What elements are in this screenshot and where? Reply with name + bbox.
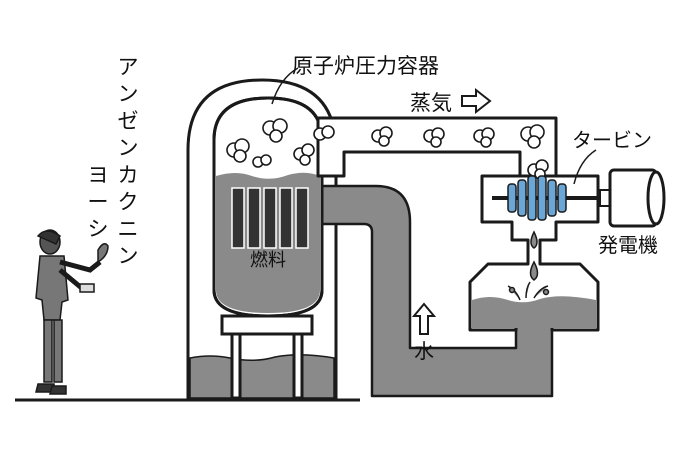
- turbine-rotor: [492, 175, 600, 221]
- steam-puffs-vessel: [226, 118, 315, 168]
- vertical-caption-1-char: カ: [118, 163, 139, 187]
- steam-label: 蒸気: [410, 91, 452, 115]
- water-drops: [529, 230, 539, 281]
- vertical-caption-2-char: ヨ: [88, 163, 109, 187]
- water-arrow: [411, 302, 437, 335]
- vertical-caption-1-char: ゼ: [118, 109, 139, 133]
- steam-puffs-pipe: [313, 124, 545, 149]
- steam-arrow: [461, 87, 492, 115]
- reactor-support-stand: [220, 314, 314, 400]
- fuel-rods: [231, 187, 309, 249]
- vertical-caption-2: ヨーシ: [88, 163, 109, 241]
- vertical-caption-1-char: ン: [118, 136, 139, 160]
- leader-lines: [271, 67, 597, 185]
- person-figure: [35, 229, 109, 395]
- fuel-label: 燃料: [250, 250, 286, 271]
- condenser-water: [472, 296, 596, 328]
- generator-label: 発電機: [598, 233, 658, 257]
- vertical-caption-2-char: ー: [88, 190, 109, 214]
- pool-water: [189, 354, 335, 399]
- vertical-caption-2-char: シ: [88, 217, 109, 241]
- generator: [599, 168, 666, 228]
- reactor-vessel-label: 原子炉圧力容器: [292, 54, 439, 78]
- vertical-caption-1-char: ニ: [118, 217, 139, 241]
- vertical-caption-1-char: ン: [118, 244, 139, 268]
- vertical-caption-1-char: ア: [118, 55, 139, 79]
- turbine-label: タービン: [572, 128, 652, 152]
- water-label: 水: [414, 339, 434, 363]
- water-splash: [507, 281, 550, 301]
- vertical-caption-1-char: ン: [118, 82, 139, 106]
- vertical-caption-1-char: ク: [118, 190, 139, 214]
